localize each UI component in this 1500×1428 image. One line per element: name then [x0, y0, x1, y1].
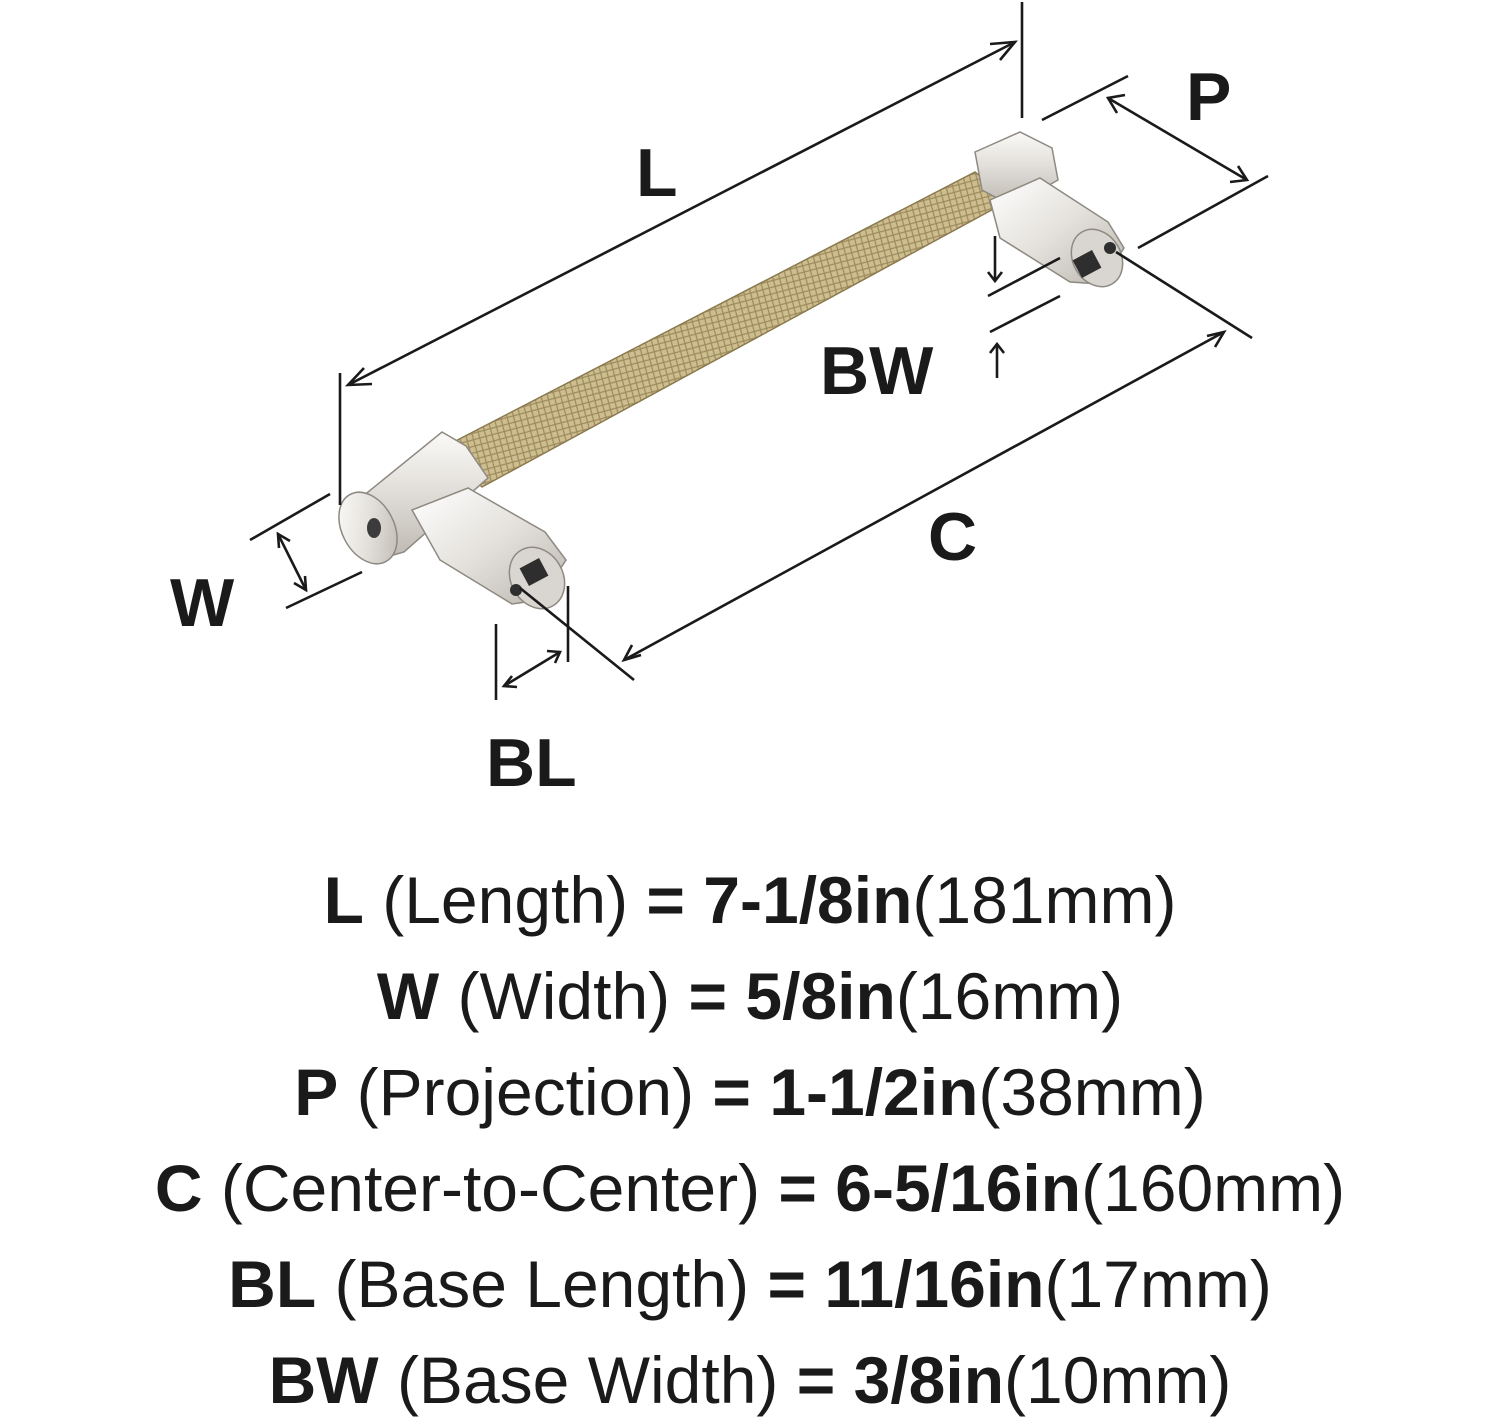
label-L: L [636, 135, 678, 211]
spec-row-projection: P (Projection) = 1-1/2in(38mm) [294, 1055, 1206, 1129]
label-P: P [1186, 59, 1231, 135]
spec-row-base-length: BL (Base Length) = 11/16in(17mm) [228, 1247, 1272, 1321]
label-BW: BW [820, 333, 934, 409]
dimension-lines [249, 2, 1269, 700]
spec-row-length: L (Length) = 7-1/8in(181mm) [323, 863, 1177, 937]
dimension-spec-list: L (Length) = 7-1/8in(181mm) W (Width) = … [0, 852, 1500, 1428]
spec-row-width: W (Width) = 5/8in(16mm) [376, 959, 1124, 1033]
spec-row-center-to-center: C (Center-to-Center) = 6-5/16in(160mm) [154, 1151, 1346, 1225]
spec-row-base-width: BW (Base Width) = 3/8in(10mm) [268, 1343, 1232, 1417]
knurled-bar [440, 171, 1012, 488]
pull-handle [338, 131, 1125, 610]
label-BL: BL [486, 725, 577, 801]
pull-handle-dimension-diagram: L P BW C W BL [170, 2, 1269, 801]
label-W: W [170, 565, 235, 641]
label-C: C [928, 499, 977, 575]
